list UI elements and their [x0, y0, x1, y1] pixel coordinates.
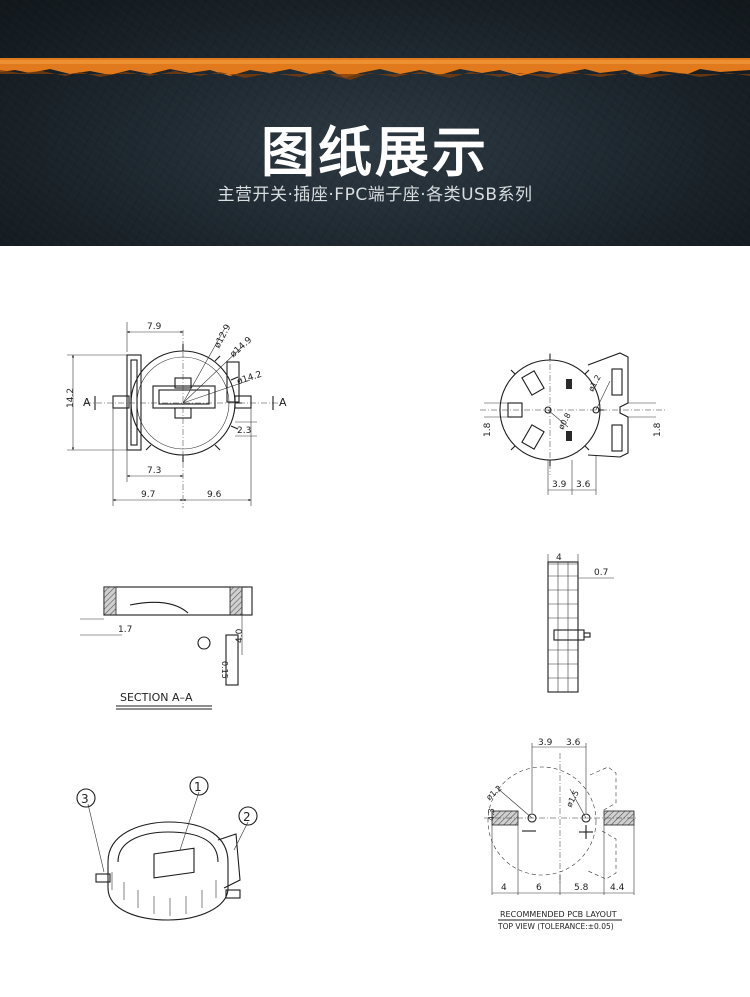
dim-d8: 5.8	[574, 883, 589, 893]
dim-d2: ø12.9	[213, 323, 234, 350]
dim-d7: 6	[536, 883, 542, 893]
dim-d4: 1.8	[653, 422, 663, 437]
dim-d3: ø14.9	[229, 335, 255, 360]
dim-d5: 3.9	[552, 480, 567, 490]
dim-d2: ø0.8	[557, 411, 573, 431]
top-view-drawing: ø12.9 ø14.9 ø14.2 7.9 14.2 A A 2.3 7.3 9…	[55, 310, 305, 510]
section-label: SECTION A–A	[120, 691, 193, 704]
dim-d4: ø1.5	[565, 789, 581, 809]
header-banner: 图纸展示 主营开关·插座·FPC端子座·各类USB系列	[0, 0, 750, 246]
bottom-view-drawing: ø1.2 ø0.8 1.8 1.8 3.9 3.6	[470, 345, 670, 500]
side-view-drawing: 4 0.7	[530, 550, 640, 700]
isometric-view-drawing: 3 1 2	[68, 770, 268, 940]
dim-d1: 3.9	[538, 738, 553, 748]
dim-d1: ø1.2	[587, 373, 603, 393]
pcb-layout-drawing: 3.9 3.6 ø1.2 ø1.5 4.3 4 6 5.8 4.4 RECOMM…	[482, 733, 642, 933]
dim-d1: 1.7	[118, 625, 132, 635]
dim-d6: 4	[501, 883, 507, 893]
banner-texture	[0, 0, 750, 246]
banner-title: 图纸展示	[261, 121, 489, 184]
dim-d2: 0.7	[594, 568, 608, 578]
callout-3: 3	[81, 792, 89, 806]
pcb-layout-title: RECOMMENDED PCB LAYOUT	[500, 910, 617, 919]
dim-d9: 9.6	[207, 490, 222, 500]
dim-d5: 4.3	[487, 808, 496, 821]
dim-d3: 1.8	[483, 422, 493, 437]
dim-d4: ø14.2	[236, 370, 263, 387]
callout-2: 2	[243, 810, 251, 824]
callout-1: 1	[194, 780, 202, 794]
section-mark-left: A	[83, 396, 91, 409]
dim-d3: ø1.2	[485, 784, 504, 802]
banner-subtitle: 主营开关·插座·FPC端子座·各类USB系列	[217, 185, 533, 205]
dim-d5: 14.2	[66, 388, 76, 408]
dim-d6: 3.6	[576, 480, 591, 490]
dim-d7: 7.3	[147, 466, 161, 476]
dim-d1: 4	[556, 553, 562, 563]
dim-d8: 9.7	[141, 490, 155, 500]
dim-d2: 4.0	[235, 628, 245, 643]
dim-d2: 3.6	[566, 738, 581, 748]
dim-d9: 4.4	[610, 883, 625, 893]
dim-d3: 0.15	[220, 661, 229, 679]
dim-d6: 2.3	[237, 426, 251, 436]
section-mark-right: A	[279, 396, 287, 409]
pcb-layout-subtitle: TOP VIEW (TOLERANCE:±0.05)	[497, 922, 614, 931]
orange-grunge-stripe	[0, 58, 750, 80]
dim-d1: 7.9	[147, 322, 162, 332]
section-view-drawing: 1.7 4.0 0.15 SECTION A–A	[70, 575, 260, 715]
